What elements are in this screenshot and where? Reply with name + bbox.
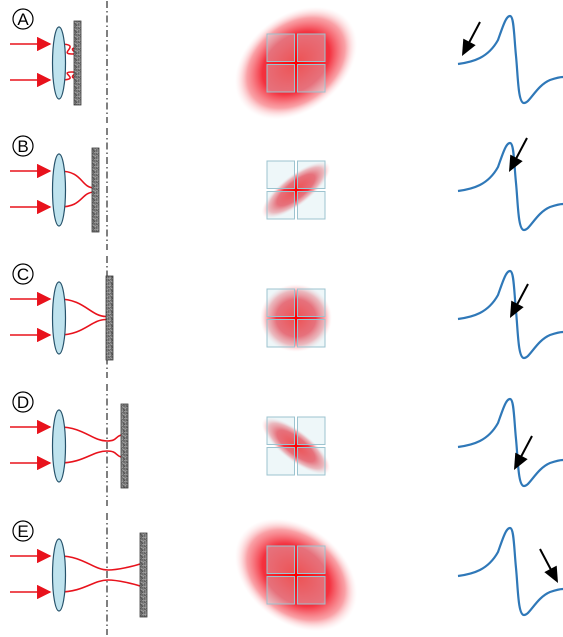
detector-spot-group	[234, 518, 358, 632]
pointer-arrow-icon	[510, 283, 529, 318]
beam-spot	[261, 417, 331, 475]
beam-spot	[260, 284, 332, 352]
pointer-arrow-head	[544, 565, 558, 583]
quadrant-photodiode-icon	[266, 288, 326, 348]
panel-label-circle	[12, 135, 34, 157]
quadrant-photodiode-icon	[266, 545, 326, 605]
quadrant-bl	[266, 64, 295, 93]
panel-label: D	[17, 393, 29, 412]
pointer-arrow-head	[514, 452, 528, 470]
pointer-arrow-shaft	[467, 21, 481, 45]
pointer-arrow-shaft	[514, 137, 528, 161]
quadrant-br	[297, 64, 326, 93]
detector-spot-group	[261, 160, 331, 220]
panel-label-circle	[12, 391, 34, 413]
lens-icon	[51, 153, 67, 227]
sample-plate-icon	[139, 532, 148, 618]
pointer-arrow-head	[510, 300, 524, 318]
quadrant-photodiode-icon	[266, 160, 326, 220]
quadrant-br	[297, 191, 326, 220]
beam-spot	[234, 518, 358, 632]
pointer-arrow-head	[509, 154, 523, 172]
quadrant-tl	[266, 160, 295, 189]
quadrant-tl	[266, 416, 295, 445]
beam-converge-upper	[58, 426, 122, 442]
beam-converge-lower	[58, 579, 141, 593]
panel-label: B	[17, 137, 28, 156]
quadrant-bl	[266, 191, 295, 220]
error-signal-curve	[457, 14, 563, 105]
panel-label: A	[17, 10, 29, 29]
panel-label-circle	[12, 520, 34, 542]
lens-icon	[51, 538, 67, 612]
panel-d: D	[10, 384, 563, 506]
panel-e: E	[10, 513, 563, 635]
error-signal-curve	[457, 141, 563, 232]
quadrant-br	[297, 576, 326, 605]
panel-label-circle	[12, 8, 34, 30]
quadrant-br	[297, 447, 326, 476]
error-signal-curve	[457, 526, 563, 617]
pointer-arrow-icon	[514, 435, 533, 470]
quadrant-tl	[266, 33, 295, 62]
panel-a: A	[10, 1, 563, 123]
beam-converge-upper	[58, 43, 77, 55]
panel-label-circle	[12, 263, 34, 285]
panel-c: C	[10, 256, 563, 378]
quadrant-bl	[266, 447, 295, 476]
quadrant-br	[297, 319, 326, 348]
quadrant-tl	[266, 545, 295, 574]
quadrant-photodiode-icon	[266, 33, 326, 93]
error-signal-curve	[457, 397, 563, 488]
quadrant-tr	[297, 160, 326, 189]
beam-spot	[234, 6, 358, 120]
quadrant-tl	[266, 288, 295, 317]
lens-icon	[51, 281, 67, 355]
beam-converge-lower	[58, 71, 77, 81]
detector-spot-group	[260, 284, 332, 352]
lens-icon	[51, 26, 67, 100]
quadrant-tr	[297, 545, 326, 574]
pointer-arrow-icon	[509, 137, 528, 172]
sample-plate-icon	[73, 20, 82, 106]
quadrant-bl	[266, 319, 295, 348]
panel-b: B	[10, 128, 563, 250]
pointer-arrow-icon	[539, 548, 558, 583]
pointer-arrow-icon	[462, 21, 481, 56]
beam-spot	[261, 161, 331, 219]
quadrant-bl	[266, 576, 295, 605]
quadrant-photodiode-icon	[266, 416, 326, 476]
sample-plate-icon	[91, 147, 100, 233]
sample-plate-icon	[120, 403, 129, 489]
pointer-arrow-head	[462, 38, 476, 56]
panel-label: C	[17, 265, 29, 284]
panel-label: E	[17, 522, 28, 541]
detector-spot-group	[261, 416, 331, 476]
pointer-arrow-shaft	[515, 283, 529, 307]
quadrant-tr	[297, 288, 326, 317]
detector-spot-group	[234, 6, 358, 120]
lens-icon	[51, 409, 67, 483]
pointer-arrow-shaft	[539, 548, 553, 572]
pointer-arrow-shaft	[519, 435, 533, 459]
sample-plate-icon	[105, 275, 114, 361]
quadrant-tr	[297, 33, 326, 62]
beam-converge-upper	[58, 555, 141, 571]
quadrant-tr	[297, 416, 326, 445]
beam-converge-lower	[58, 450, 122, 464]
